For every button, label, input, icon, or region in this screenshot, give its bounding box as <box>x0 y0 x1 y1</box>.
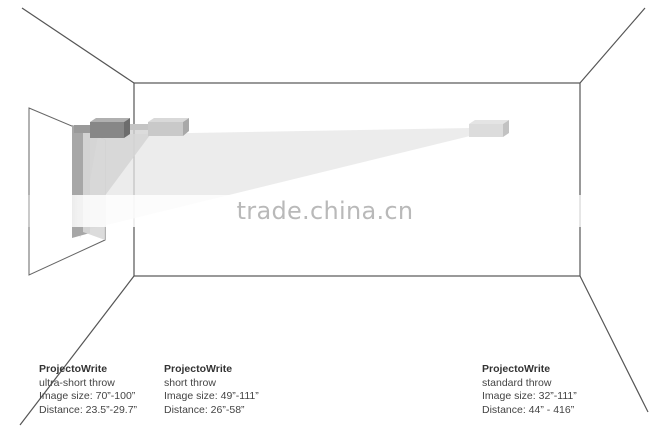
floor-edge-right <box>579 275 649 413</box>
throw-type: standard throw <box>482 376 552 389</box>
image-size: Image size: 70”-100” <box>39 390 136 403</box>
throw-distance: Distance: 23.5”-29.7” <box>39 403 138 416</box>
standard-throw-label: ProjectoWrite standard throw Image size:… <box>482 363 577 417</box>
ceiling-edge-left <box>21 7 135 84</box>
floor-edge-left <box>19 275 135 426</box>
short-throw-projector <box>130 118 189 136</box>
standard-throw-projector <box>469 120 509 137</box>
throw-type: short throw <box>164 376 216 389</box>
ultra-short-throw-projector <box>74 118 130 138</box>
image-size: Image size: 32”-111” <box>482 390 577 403</box>
short-throw-label: ProjectoWrite short throw Image size: 49… <box>164 363 259 417</box>
ultra-short-throw-label: ProjectoWrite ultra-short throw Image si… <box>39 363 137 417</box>
watermark-text: trade.china.cn <box>0 195 650 227</box>
throw-type: ultra-short throw <box>39 376 115 389</box>
brand-name: ProjectoWrite <box>39 363 108 375</box>
brand-name: ProjectoWrite <box>164 363 233 375</box>
ceiling-edge-right <box>579 7 646 84</box>
throw-distance: Distance: 26”-58” <box>164 403 245 416</box>
throw-distance: Distance: 44” - 416” <box>482 403 575 416</box>
brand-name: ProjectoWrite <box>482 363 551 375</box>
image-size: Image size: 49”-111” <box>164 390 259 403</box>
